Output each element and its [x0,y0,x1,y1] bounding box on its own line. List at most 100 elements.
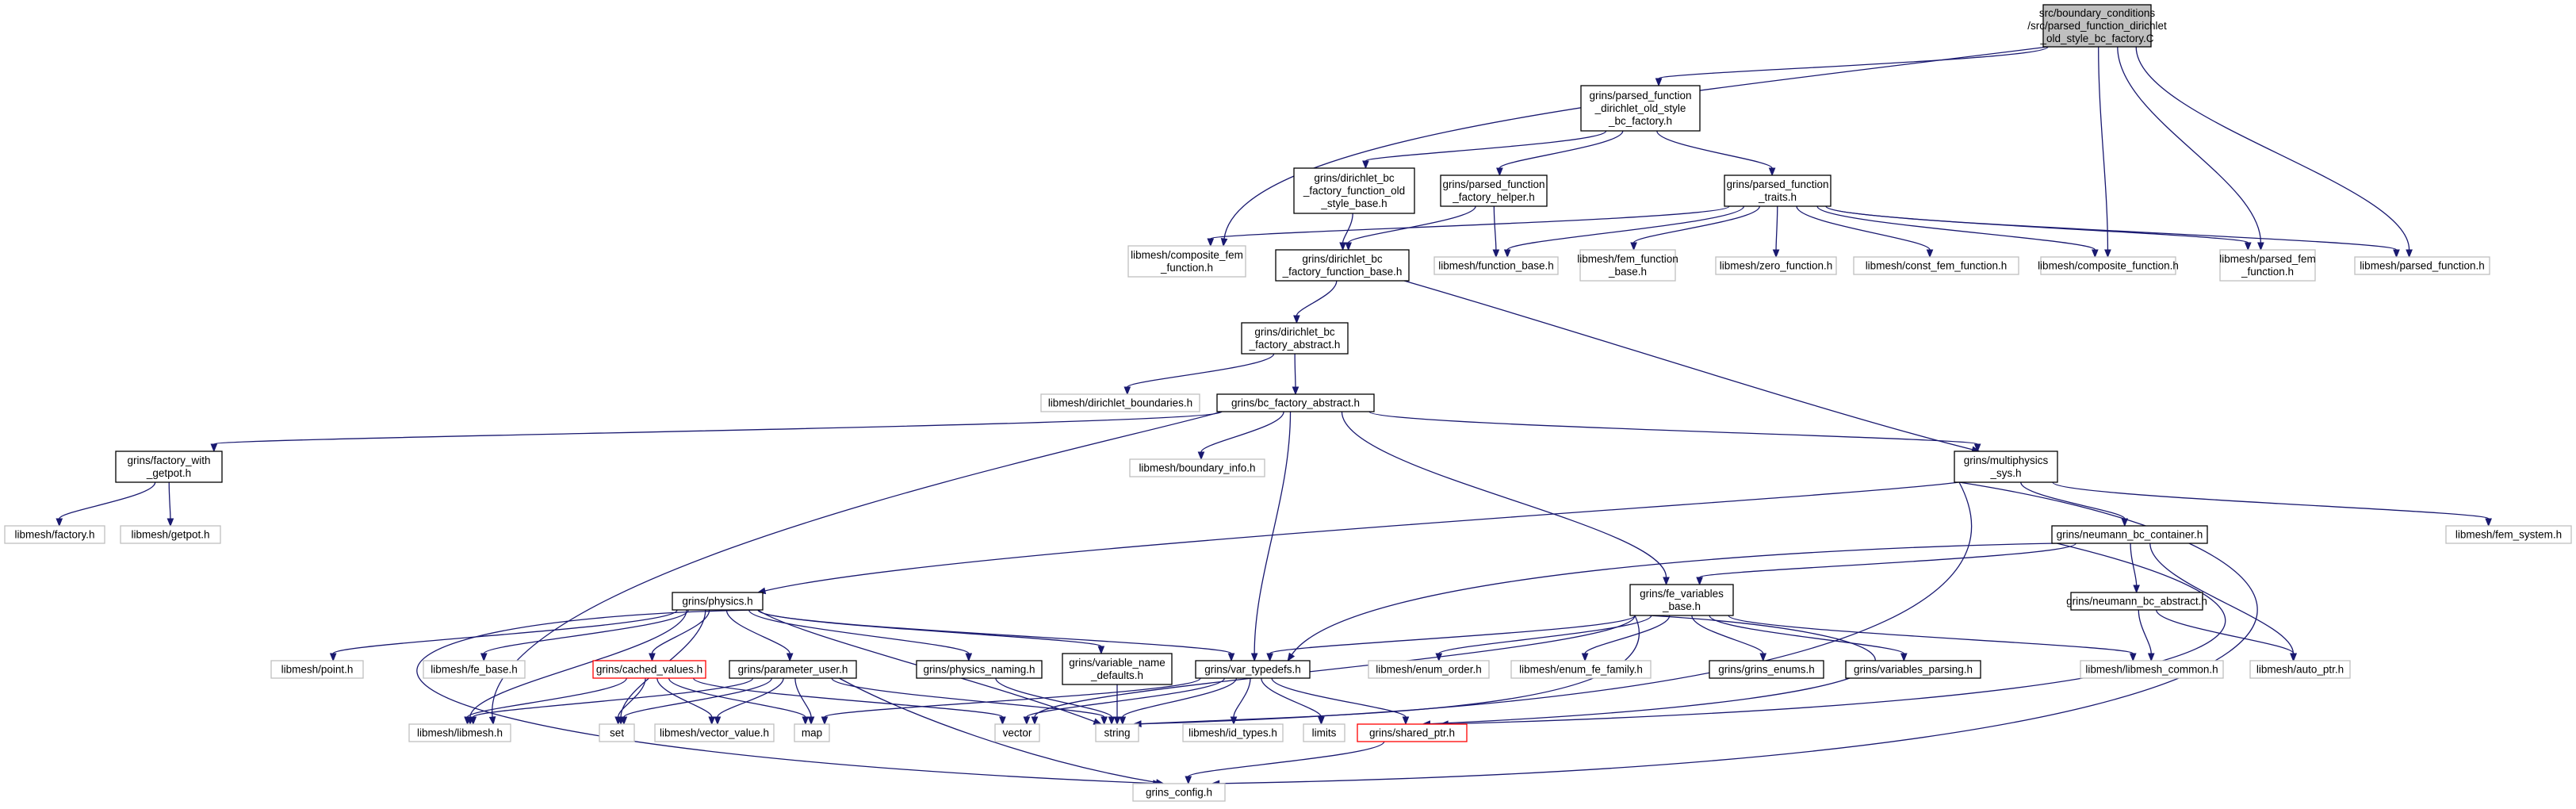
edge-fe_variables_base-to-grins_enums [1691,615,1767,662]
node-label-line: grins/physics_naming.h [923,664,1035,676]
node-vector: vector [994,723,1040,742]
node-label-line: libmesh/zero_function.h [1720,260,1833,272]
node-label-line: _dirichlet_old_style [1594,102,1686,114]
node-label-line: libmesh/dirichlet_boundaries.h [1048,397,1192,409]
node-variable-name-defaults[interactable]: grins/variable_name_defaults.h [1062,653,1173,685]
node-box [1303,723,1345,742]
node-getpot: libmesh/getpot.h [120,525,221,544]
edge-root-to-composite_function [2098,46,2111,259]
node-parameter-user[interactable]: grins/parameter_user.h [729,660,857,679]
node-box [994,723,1040,742]
node-grins-enums[interactable]: grins/grins_enums.h [1709,660,1824,679]
node-box [1629,584,1734,616]
edge-pf_traits-to-fem_function_base [1630,205,1760,251]
node-label-line: src/boundary_conditions [2039,7,2156,19]
edge-dirichlet_abstract-to-dirichlet_boundaries [1123,353,1275,396]
node-fe-base: libmesh/fe_base.h [423,660,526,679]
node-label-line: _function.h [2241,266,2294,278]
node-neumann-container[interactable]: grins/neumann_bc_container.h [2051,525,2208,544]
node-fem-system: libmesh/fem_system.h [2445,525,2572,544]
node-label-line: grins/parameter_user.h [738,664,848,676]
node-label-line: _traits.h [1758,191,1797,203]
node-label-line: _function.h [1160,262,1213,274]
edge-multiphysics_sys-to-neumann_container [2020,481,2129,527]
node-label-line: libmesh/auto_ptr.h [2256,664,2344,676]
node-label-line: libmesh/id_types.h [1188,727,1277,739]
node-box [654,723,775,742]
node-box [916,660,1043,679]
node-box [1293,167,1415,214]
edge-fe_variables_base-to-var_typedefs [1266,615,1636,662]
node-factory-with-getpot[interactable]: grins/factory_with_getpot.h [115,451,223,483]
node-label-line: /src/parsed_function_dirichlet [2027,20,2167,32]
edge-physics-to-cached_values [649,609,710,662]
node-box [1715,256,1837,275]
edge-pf_dirichlet_old-to-pf_traits [1656,130,1776,177]
node-pf-dirichlet-old[interactable]: grins/parsed_function_dirichlet_old_styl… [1580,85,1701,132]
node-label-line: _base.h [1662,600,1701,612]
node-box [1845,660,1981,679]
node-zero-function: libmesh/zero_function.h [1715,256,1837,275]
node-box [1440,174,1548,207]
node-boundary-info: libmesh/boundary_info.h [1129,458,1265,477]
edge-pf_dirichlet_old-to-dirichlet_fn_old [1362,130,1607,170]
edge-factory_with_getpot-to-factory [56,481,156,527]
edge-physics_naming-to-string [995,677,1116,726]
node-pf-factory-helper[interactable]: grins/parsed_function_factory_helper.h [1440,174,1548,207]
edge-var_typedefs-to-map [821,677,1201,726]
node-dirichlet-abstract[interactable]: grins/dirichlet_bc_factory_abstract.h [1241,322,1349,355]
node-label-line: grins/factory_with [127,454,210,466]
node-enum-fe-family: libmesh/enum_fe_family.h [1510,660,1652,679]
node-label-line: grins/parsed_function [1726,178,1828,190]
node-label-line: libmesh/enum_fe_family.h [1519,664,1643,676]
edge-physics-to-physics_naming [748,609,973,662]
node-box [1579,249,1676,282]
node-id-types: libmesh/id_types.h [1182,723,1284,742]
node-label-line: libmesh/libmesh_common.h [2085,664,2218,676]
edge-parameter_user-to-map [794,677,815,726]
node-fem-function-base: libmesh/fem_function_base.h [1577,249,1678,282]
node-physics-naming[interactable]: grins/physics_naming.h [916,660,1043,679]
node-box [672,592,764,611]
node-box [2042,4,2152,48]
node-label-line: grins/dirichlet_bc [1254,326,1335,338]
node-label-line: libmesh/const_fem_function.h [1866,260,2008,272]
edge-bc_factory_abstract-to-factory_with_getpot [210,411,1223,453]
node-pf-traits[interactable]: grins/parsed_function_traits.h [1724,174,1832,207]
node-label-line: libmesh/parsed_fem [2219,253,2316,265]
node-box [2219,249,2316,282]
edge-root-to-composite_fem_fn [1220,46,2049,247]
node-bc-factory-abstract[interactable]: grins/bc_factory_abstract.h [1216,393,1375,412]
edge-physics-to-string [757,609,1103,725]
node-label-line: _factory_function_base.h [1282,266,1403,278]
node-label-line: grins/fe_variables [1640,588,1724,600]
node-box [1195,660,1311,679]
node-fe-variables-base[interactable]: grins/fe_variables_base.h [1629,584,1734,616]
edge-neumann_container-to-fe_variables_base [1696,543,2076,586]
node-label-line: libmesh/composite_function.h [2038,260,2179,272]
node-function-base: libmesh/function_base.h [1433,256,1559,275]
node-variables-parsing[interactable]: grins/variables_parsing.h [1845,660,1981,679]
node-box [115,451,223,483]
node-cached-values[interactable]: grins/cached_values.h [592,660,706,679]
node-parsed-function: libmesh/parsed_function.h [2354,256,2490,275]
node-shared-ptr[interactable]: grins/shared_ptr.h [1357,723,1468,742]
edge-parameter_user-to-string [831,677,1108,726]
edge-neumann_abstract-to-auto_ptr [2156,609,2298,662]
node-var-typedefs[interactable]: grins/var_typedefs.h [1195,660,1311,679]
node-box [423,660,526,679]
node-label-line: _bc_factory.h [1608,115,1672,127]
node-label-line: libmesh/vector_value.h [660,727,769,739]
node-box [729,660,857,679]
node-factory: libmesh/factory.h [4,525,105,544]
node-dirichlet-fn-old[interactable]: grins/dirichlet_bc_factory_function_old_… [1293,167,1415,214]
node-box [1241,322,1349,355]
edge-root-to-parsed_function [2135,46,2413,259]
edge-fe_variables_base-to-enum_order [1435,615,1652,662]
node-neumann-abstract[interactable]: grins/neumann_bc_abstract.h [2066,592,2207,611]
node-dirichlet-fn-base[interactable]: grins/dirichlet_bc_factory_function_base… [1275,249,1410,282]
node-multiphysics-sys[interactable]: grins/multiphysics_sys.h [1954,451,2058,483]
edge-dirichlet_fn_base-to-multiphysics_sys [1403,280,1981,453]
node-physics[interactable]: grins/physics.h [672,592,764,611]
